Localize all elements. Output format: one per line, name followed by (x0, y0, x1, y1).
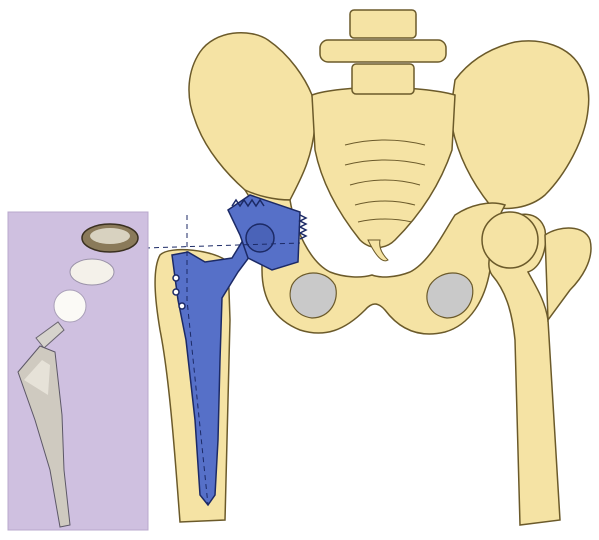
plastic-liner (70, 259, 114, 285)
lumbar-vertebrae (320, 10, 446, 94)
right-femur (482, 212, 591, 525)
femoral-head (54, 290, 86, 322)
implant-photo-panel (8, 212, 148, 530)
